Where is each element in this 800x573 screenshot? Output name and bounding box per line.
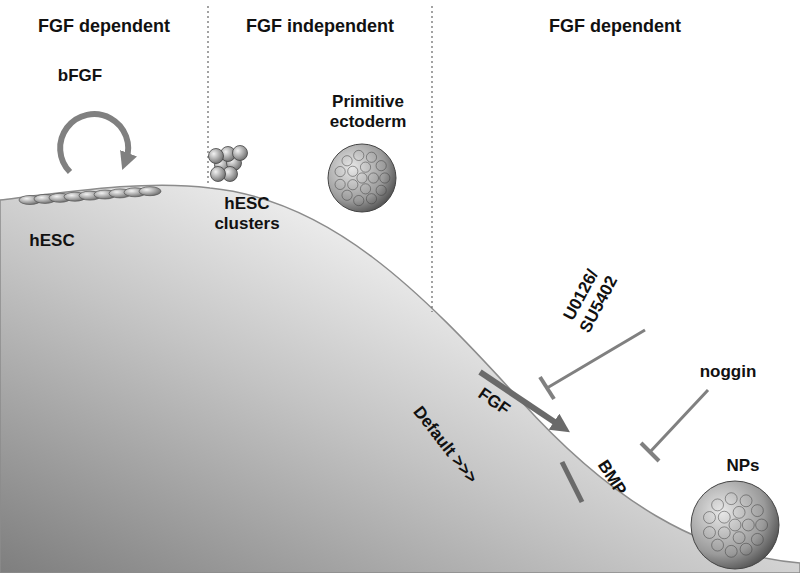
cell: [360, 184, 370, 194]
cell: [729, 519, 741, 531]
cell: [740, 543, 752, 555]
cell: [704, 527, 716, 539]
stage-header: FGF dependent: [38, 16, 170, 37]
inhibitor-line: [650, 390, 708, 452]
stage-header: FGF dependent: [549, 16, 681, 37]
cell: [725, 545, 737, 557]
cell: [756, 519, 768, 531]
cell: [233, 146, 248, 161]
cell: [366, 194, 376, 204]
divider-line: [431, 6, 432, 312]
factor-label: bFGF: [58, 66, 102, 86]
cell: [354, 150, 364, 160]
cell: [712, 539, 724, 551]
cell: [335, 166, 345, 176]
ectoderm-cells: [335, 150, 390, 205]
cell: [751, 533, 763, 545]
inhibitor-label: U0126/ SU5402: [558, 264, 621, 337]
cell-label: Primitive ectoderm: [330, 92, 407, 131]
cell: [342, 190, 352, 200]
cell: [733, 532, 745, 544]
inhibitor-line: [547, 330, 645, 388]
cell-label: NPs: [726, 456, 759, 476]
cell: [139, 187, 161, 196]
cell: [368, 173, 378, 183]
cell: [712, 499, 724, 511]
hesc-cell-layer: [19, 187, 161, 205]
divider-line: [207, 6, 208, 186]
cell: [380, 173, 390, 183]
cell: [335, 179, 345, 189]
cell: [740, 495, 752, 507]
cell: [704, 512, 716, 524]
inhibitor-bar: [641, 443, 659, 461]
np-cells: [704, 493, 768, 558]
ectoderm-sphere: [328, 144, 396, 212]
cell: [725, 493, 737, 505]
cell: [376, 161, 386, 171]
cell: [718, 511, 730, 523]
cell: [211, 167, 226, 182]
cell-label: hESC: [29, 231, 74, 251]
cell: [357, 173, 367, 183]
cell: [354, 195, 364, 205]
cell-label: hESC clusters: [214, 194, 279, 233]
cell: [366, 152, 376, 162]
bmp-block-bar: [562, 462, 582, 502]
cell: [733, 506, 745, 518]
cell: [376, 185, 386, 195]
inhibitor-label: noggin: [700, 362, 757, 382]
hill-slope: [0, 185, 800, 573]
np-sphere: [691, 481, 779, 569]
cell: [348, 180, 358, 190]
cell: [348, 166, 358, 176]
inhibitor-bar: [540, 377, 554, 399]
cell: [209, 149, 224, 164]
cell: [360, 162, 370, 172]
cell: [751, 505, 763, 517]
stage-header: FGF independent: [246, 16, 394, 37]
autocrine-arrow: [60, 114, 128, 172]
cell: [718, 527, 730, 539]
cell: [742, 519, 754, 531]
cell: [342, 156, 352, 166]
hesc-cluster: [209, 146, 248, 182]
